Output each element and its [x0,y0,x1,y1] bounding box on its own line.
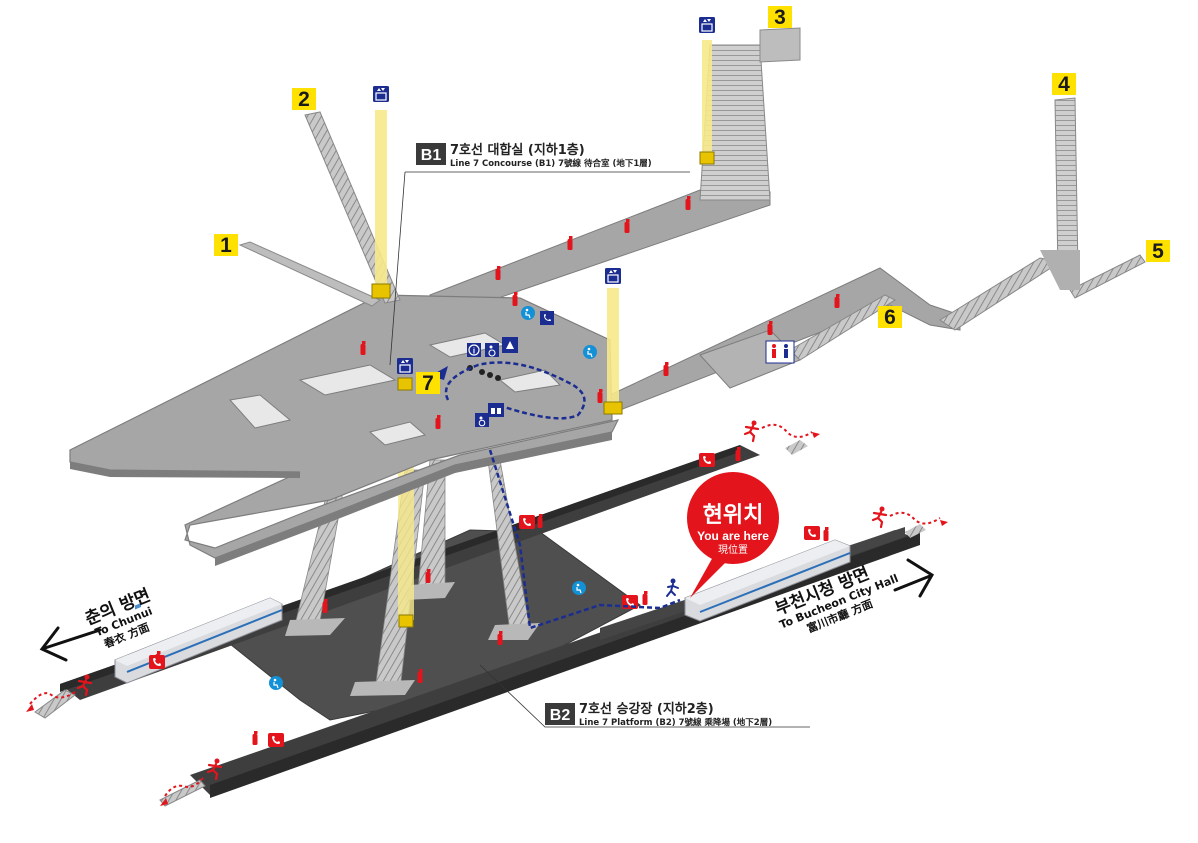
left-arrow-icon [42,628,100,660]
restroom-icon [766,341,794,363]
exit-5-label: 5 [1152,240,1164,263]
level-badge-b1: B1 [421,147,442,164]
level-title-en-b1: Line 7 Concourse (B1) 7號線 待合室 (地下1層) [450,158,652,169]
exit-4-label: 4 [1058,73,1070,96]
passenger-icon [667,579,678,597]
exit-6-label: 6 [884,306,896,329]
right-arrow-icon [895,560,932,596]
level-badge-b2: B2 [550,707,571,724]
information-icon: i [467,343,481,357]
level-label-b2: B2 7호선 승강장 (지하2층) Line 7 Platform (B2) 7… [545,701,772,728]
svg-text:i: i [473,347,475,356]
exit-2-label: 2 [298,88,310,111]
elevator-shaft-concourse [607,288,619,408]
level-title-ko-b1: 7호선 대합실 (지하1층) [450,142,585,158]
exit-1-label: 1 [220,234,232,257]
you-are-here-ko: 현위치 [703,503,764,528]
exit-2-badge[interactable]: 2 [292,88,316,111]
exit-7-label: 7 [422,372,434,395]
you-are-here-en: You are here [697,529,769,543]
exit-1-badge[interactable]: 1 [214,234,238,257]
exit-5-badge[interactable]: 5 [1146,240,1170,263]
exit-4-badge[interactable]: 4 [1052,73,1076,96]
level-title-ko-b2: 7호선 승강장 (지하2층) [579,701,714,717]
exit-3-badge[interactable]: 3 [768,6,792,29]
telephone-icon [540,311,554,325]
you-are-here-cn: 現位置 [718,543,748,556]
concourse-level-b1 [70,190,960,566]
level-label-b1: B1 7호선 대합실 (지하1층) Line 7 Concourse (B1) … [416,142,652,169]
exit-7-badge[interactable]: 7 [416,372,440,395]
exit-3-label: 3 [774,6,786,29]
ticket-gate-icon [502,337,518,353]
wheelchair-icon [485,343,499,357]
exit-6-badge[interactable]: 6 [878,306,902,329]
wheelchair-lift-icon [475,413,489,427]
elevator-shaft-exit3 [702,40,712,160]
level-title-en-b2: Line 7 Platform (B2) 7號線 乘降場 (地下2層) [579,717,772,728]
elevator-shaft-exit2 [375,110,387,290]
